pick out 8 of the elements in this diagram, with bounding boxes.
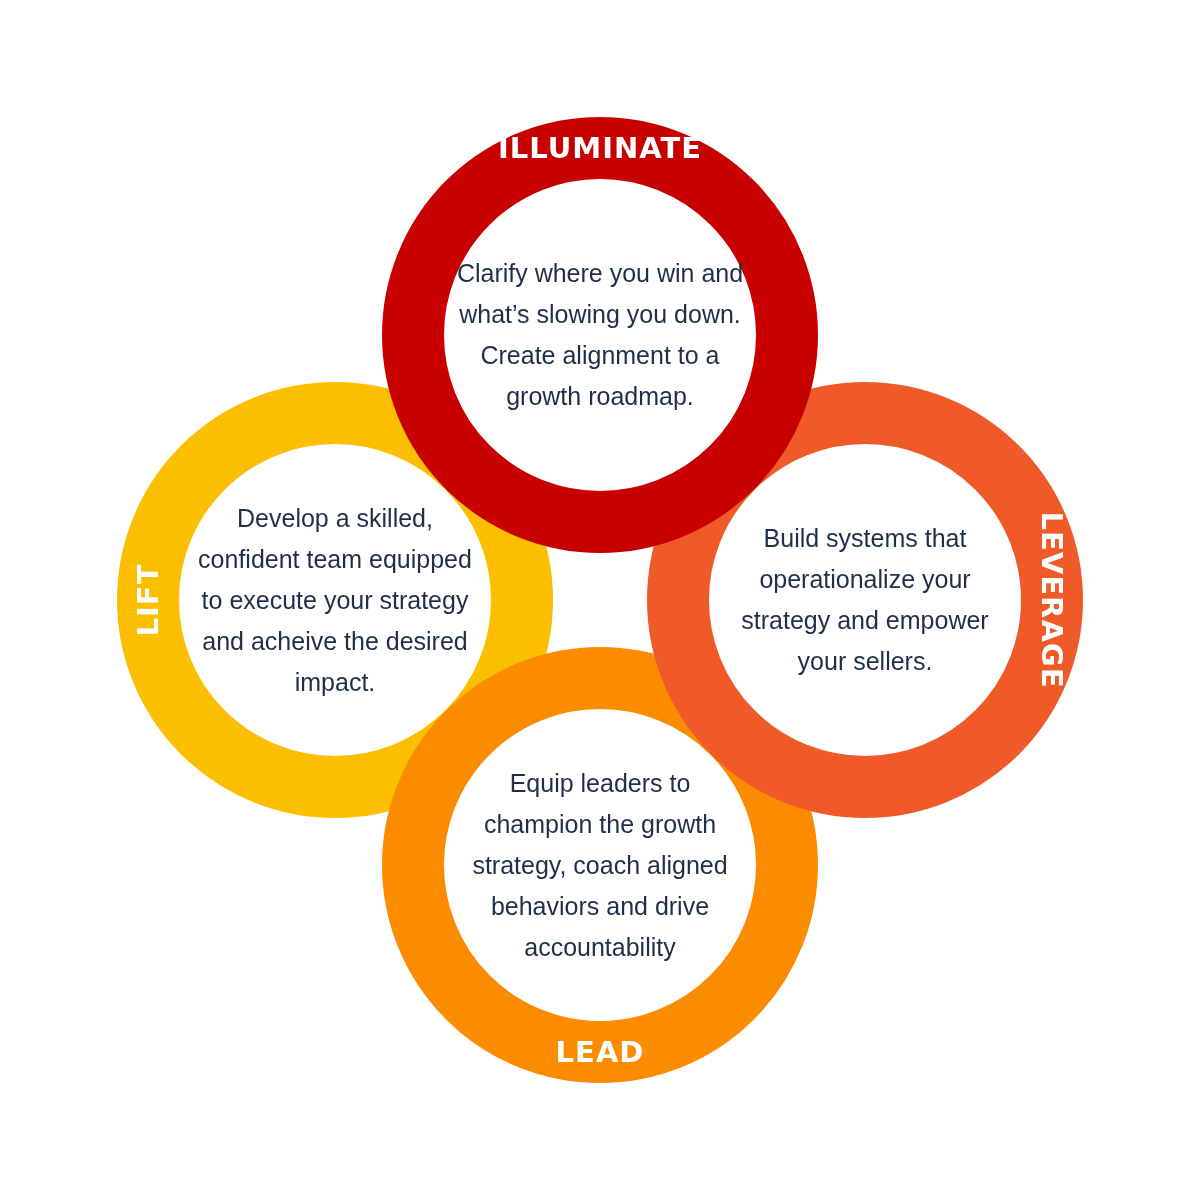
loop-heading: ILLUMINATE	[497, 130, 703, 167]
loop-description: Develop a skilled, confident team equipped to execute your strategy and acheive the desired impact.	[197, 502, 473, 698]
loop-description: Clarify where you win and what’s slowing you down. Create alignment to a growth roadmap.	[455, 258, 745, 412]
loop-heading: LEVERAGE	[1034, 510, 1070, 691]
loop-description: Equip leaders to champion the growth strategy, coach aligned behaviors and drive accountability	[471, 767, 729, 963]
loop-description: Build systems that operationalize your strategy and empower your sellers.	[740, 523, 990, 677]
loop-heading: LEAD	[554, 1034, 646, 1071]
loop-heading: LIFT	[130, 562, 166, 639]
